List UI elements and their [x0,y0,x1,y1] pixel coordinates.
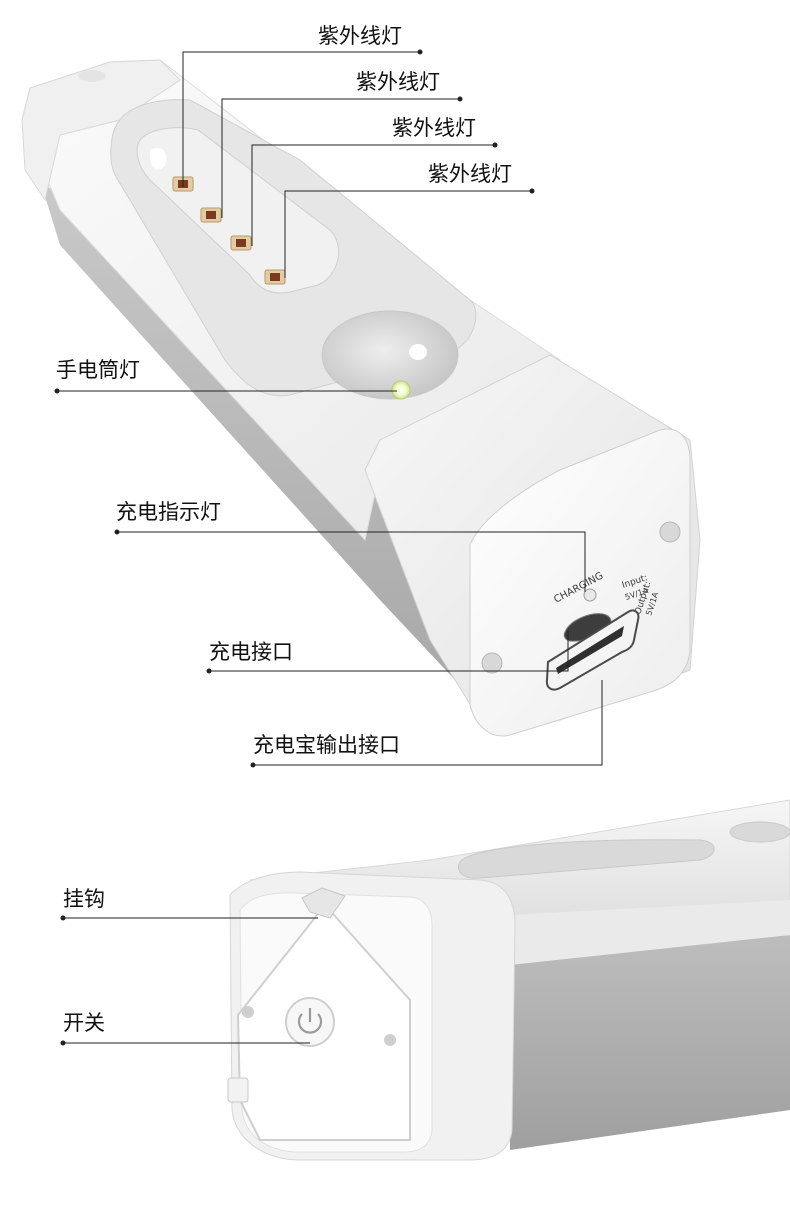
bar-slot-1 [457,839,715,879]
flashlight-reflection [409,344,427,360]
uv-chip-4 [264,269,286,285]
label-switch: 开关 [63,1011,105,1035]
flashlight-bowl [321,310,459,400]
callout-line-uv4 [284,190,532,278]
flashlight-led [391,380,411,400]
top-device: CHARGING Input: 5V/1A Output: 5V/1A [21,59,701,737]
label-uv-light-1: 紫外线灯 [318,24,402,48]
label-hook: 挂钩 [63,887,105,911]
power-icon [297,1008,323,1034]
label-uv-light-2: 紫外线灯 [356,70,440,94]
device-front-face [469,428,691,737]
uv-chip-2 [200,207,222,223]
end-clip [227,1077,249,1103]
callout-line-uv3 [251,144,495,246]
callout-dots [54,49,535,1046]
screw-bottom [481,652,503,674]
hook [301,887,346,919]
callout-line-powerbank-output [253,680,603,766]
end-screw-left [242,1006,254,1018]
usb-tongue [556,626,624,674]
callout-line-uv2 [221,98,460,218]
label-powerbank-output: 充电宝输出接口 [253,733,400,757]
bar-grey-side [510,935,790,1150]
uv-highlight [149,148,167,170]
callout-lines [57,51,603,1044]
end-screw-right [384,1034,396,1046]
label-flashlight: 手电筒灯 [56,358,140,382]
charging-indicator-light [583,588,597,602]
uv-chip-3 [230,235,252,251]
label-charge-indicator: 充电指示灯 [116,500,221,524]
bottom-device [227,799,790,1161]
hook-notch [78,70,106,82]
screw-top [659,521,681,543]
callout-line-charge-port [209,630,569,672]
device-left-cap [21,59,181,202]
uv-window [136,127,339,294]
bar-slot-2 [729,821,790,843]
label-uv-light-4: 紫外线灯 [428,162,512,186]
label-charge-port: 充电接口 [209,640,293,664]
callout-line-uv1 [182,51,420,187]
bar-white-band [510,900,790,965]
callout-line-charge-indicator [117,531,586,592]
label-uv-light-3: 紫外线灯 [392,116,476,140]
